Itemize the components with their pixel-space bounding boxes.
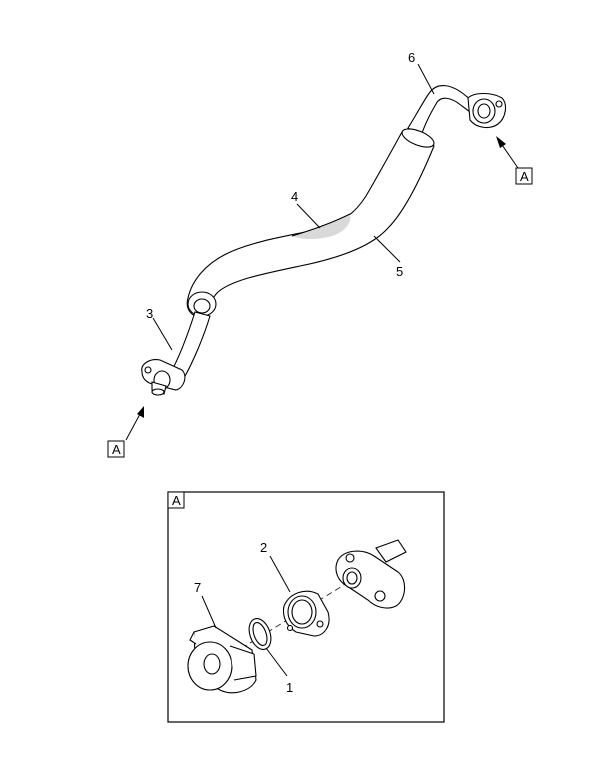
lower-flange: [141, 359, 186, 396]
callout-7: 7: [194, 580, 201, 595]
svg-text:A: A: [172, 493, 181, 508]
callout-4: 4: [291, 189, 298, 204]
upper-flange: [467, 92, 507, 129]
tube-assembly: [141, 85, 507, 396]
svg-text:A: A: [520, 169, 529, 184]
view-ref-box-top-right: A: [515, 167, 533, 185]
callout-3: 3: [146, 306, 153, 321]
callout-1: 1: [286, 680, 293, 695]
hose-end-top: [401, 128, 435, 148]
mating-flange: [335, 539, 407, 609]
tube-upper-segment: [407, 85, 475, 137]
svg-text:A: A: [112, 442, 121, 457]
assembly-centerline: [215, 579, 353, 665]
part-7-fitting: [187, 625, 257, 694]
view-arrow-right: [496, 136, 519, 169]
callout-5: 5: [396, 264, 403, 279]
hose-sleeve: [186, 130, 435, 318]
part-1-o-ring: [248, 618, 272, 650]
callout-2: 2: [260, 540, 267, 555]
part-2-gasket: [282, 590, 330, 637]
view-arrow-left: [125, 406, 144, 441]
detail-a-frame: A: [167, 491, 445, 723]
callout-6: 6: [408, 50, 415, 65]
view-ref-box-left: A: [107, 440, 125, 458]
